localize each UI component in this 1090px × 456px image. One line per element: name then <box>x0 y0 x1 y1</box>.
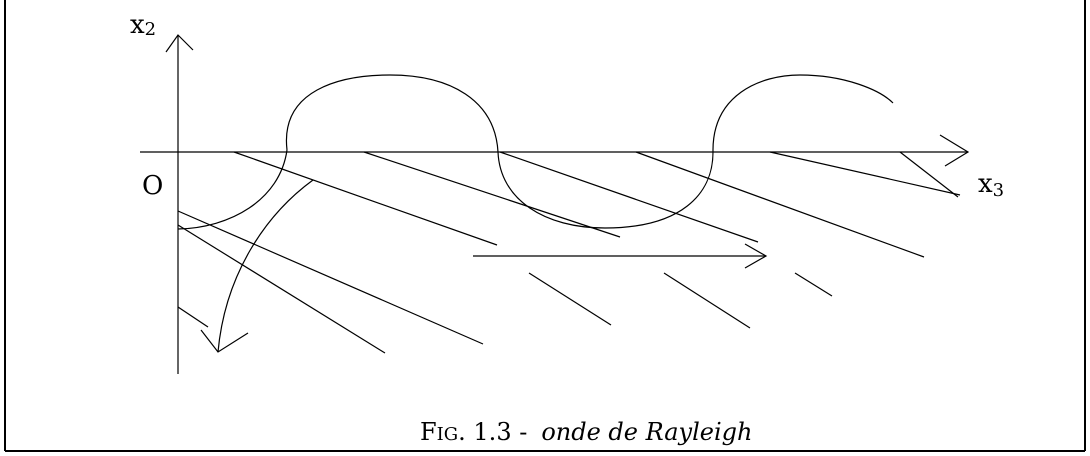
horizontal-axis <box>140 134 970 167</box>
vertical-axis <box>165 34 194 374</box>
rayleigh-wave-curve <box>177 74 894 230</box>
horizontal-axis-label: x3 <box>978 169 1004 201</box>
propagation-arrow <box>473 243 768 269</box>
origin-label: O <box>142 171 163 201</box>
vertical-axis-label: x2 <box>130 10 156 40</box>
figure-caption: FIG. 1.3 -onde de Rayleigh <box>420 418 753 446</box>
particle-motion-arrow <box>200 179 314 353</box>
half-space-hatching <box>177 151 961 354</box>
